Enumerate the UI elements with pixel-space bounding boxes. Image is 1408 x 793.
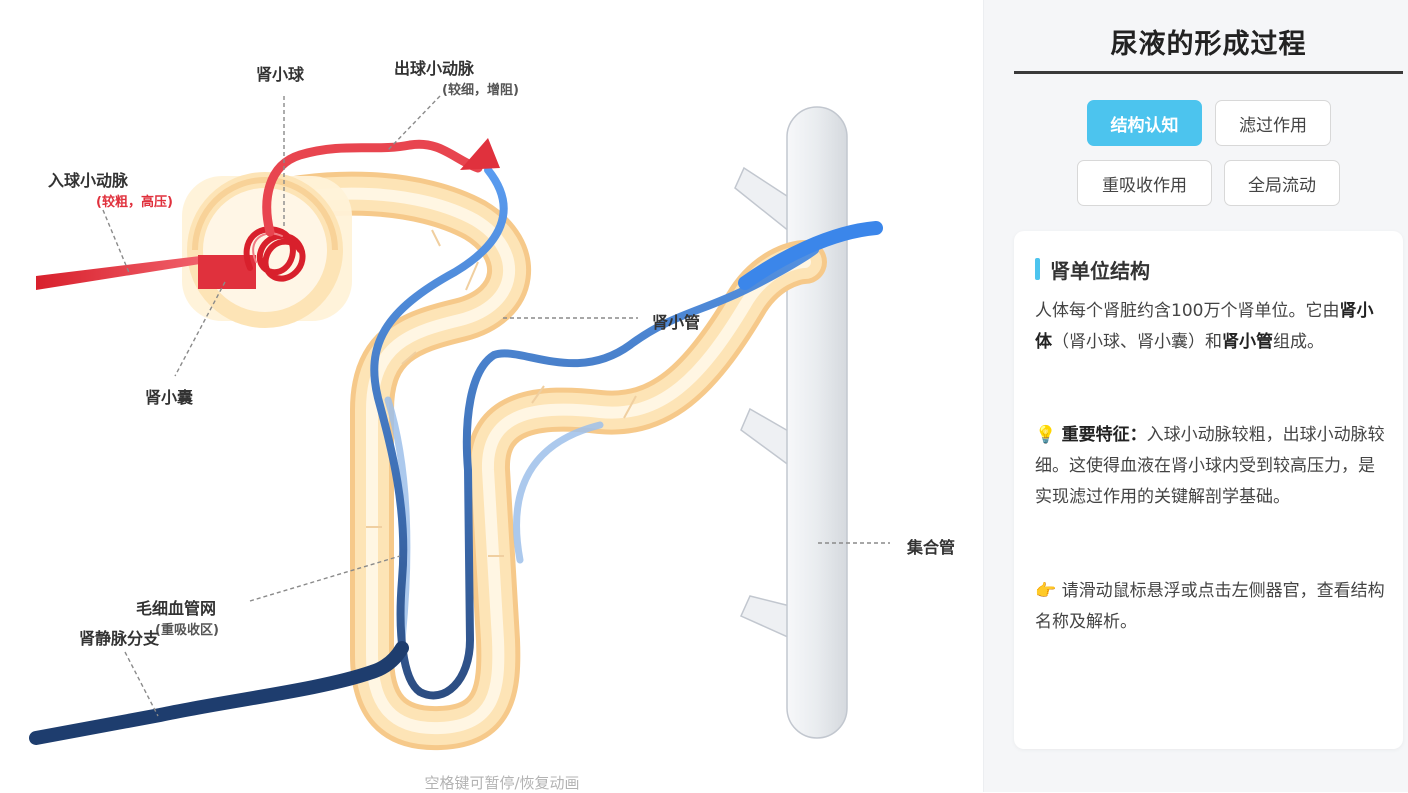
label-afferent-arteriole: 入球小动脉 <box>48 171 129 190</box>
info-panel: 尿液的形成过程 结构认知 滤过作用 重吸收作用 全局流动 肾单位结构 人体每个肾… <box>983 0 1408 792</box>
p3-text: 请滑动鼠标悬浮或点击左侧器官，查看结构名称及解析。 <box>1035 581 1385 632</box>
label-afferent-note: (较粗，高压) <box>96 195 173 210</box>
p1-text-2: （肾小球、肾小囊）和 <box>1052 332 1222 352</box>
nephron-diagram: 肾小球 出球小动脉 (较细，增阻) 入球小动脉 (较粗，高压) 肾小囊 肾小管 … <box>29 59 956 792</box>
pointing-hand-icon: 👉 <box>1035 581 1057 601</box>
lightbulb-icon: 💡 <box>1035 425 1057 445</box>
tab-structure[interactable]: 结构认知 <box>1087 100 1202 146</box>
label-collecting-duct: 集合管 <box>907 538 956 557</box>
p1-text-1: 人体每个肾脏约含100万个肾单位。它由 <box>1035 301 1340 321</box>
leader-lines <box>102 95 890 717</box>
card-heading: 肾单位结构 <box>1050 259 1150 283</box>
panel-title: 尿液的形成过程 <box>1110 29 1307 60</box>
nephron-svg <box>29 95 890 751</box>
capillary-network[interactable] <box>370 166 819 700</box>
label-tubule: 肾小管 <box>652 313 701 332</box>
renal-vein-branch[interactable] <box>29 641 409 745</box>
heading-accent-bar <box>1035 258 1040 280</box>
paragraph-instruction: 👉 请滑动鼠标悬浮或点击左侧器官，查看结构名称及解析。 <box>1035 576 1385 638</box>
title-divider <box>1014 71 1403 74</box>
label-capillary-note: (重吸收区) <box>155 623 219 638</box>
label-efferent-note: (较细，增阻) <box>442 83 519 98</box>
paragraph-key-feature: 💡 重要特征：入球小动脉较粗，出球小动脉较细。这使得血液在肾小球内受到较高压力，… <box>1035 420 1385 513</box>
info-card: 肾单位结构 人体每个肾脏约含100万个肾单位。它由肾小体（肾小球、肾小囊）和肾小… <box>1014 231 1403 749</box>
collecting-duct[interactable] <box>786 106 848 739</box>
tab-reabsorption[interactable]: 重吸收作用 <box>1077 160 1212 206</box>
paragraph-structure: 人体每个肾脏约含100万个肾单位。它由肾小体（肾小球、肾小囊）和肾小管组成。 <box>1035 296 1385 358</box>
tubule-ticks <box>366 229 637 557</box>
label-capsule: 肾小囊 <box>145 388 194 407</box>
efferent-arteriole[interactable] <box>262 138 500 237</box>
animation-hint: 空格键可暂停/恢复动画 <box>424 774 580 792</box>
label-glomerulus: 肾小球 <box>256 65 305 84</box>
tab-global-flow[interactable]: 全局流动 <box>1224 160 1340 206</box>
label-capillary: 毛细血管网 <box>136 599 217 618</box>
p2-label: 重要特征： <box>1061 425 1147 445</box>
p1-bold-renal-tubule: 肾小管 <box>1222 332 1273 352</box>
renal-vein-top <box>738 221 883 290</box>
label-efferent-arteriole: 出球小动脉 <box>394 59 475 78</box>
glomerulus[interactable] <box>243 226 306 282</box>
p1-text-3: 组成。 <box>1273 332 1324 352</box>
p1-bold-renal-corpuscle: 肾小体 <box>1035 301 1374 352</box>
tab-filtration[interactable]: 滤过作用 <box>1215 100 1331 146</box>
label-renal-vein: 肾静脉分支 <box>79 629 160 648</box>
p2-text: 入球小动脉较粗，出球小动脉较细。这使得血液在肾小球内受到较高压力，是实现滤过作用… <box>1035 425 1385 507</box>
renal-tubule[interactable] <box>228 171 827 751</box>
collecting-duct-branches <box>734 166 791 640</box>
